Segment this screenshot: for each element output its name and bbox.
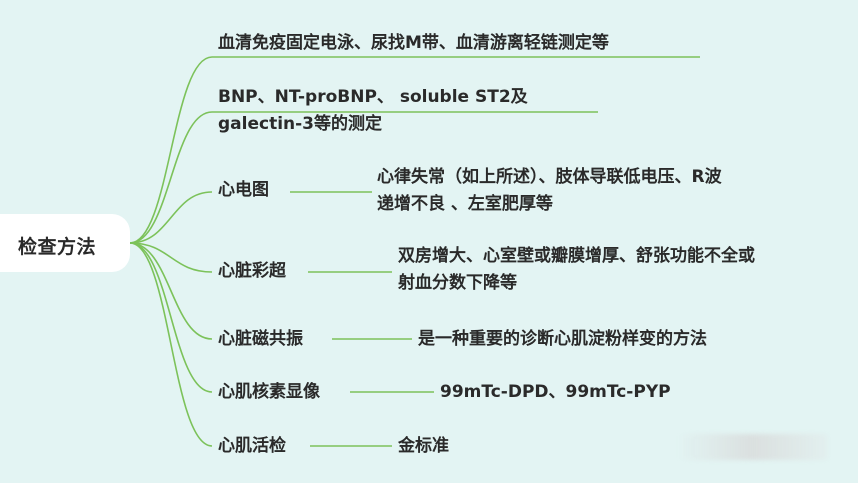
branch-link <box>129 191 213 244</box>
echo-detail-line1: 双房增大、心室壁或瓣膜增厚、舒张功能不全或 <box>398 246 755 266</box>
branch-ecg[interactable]: 心电图 <box>218 180 269 200</box>
branch-cardiac-mri[interactable]: 心脏磁共振 <box>218 329 303 349</box>
nuclear-detail: 99mTc-DPD、99mTc-PYP <box>440 382 671 402</box>
ecg-detail-line2: 递增不良 、左室肥厚等 <box>377 194 553 214</box>
echo-detail-line2: 射血分数下降等 <box>398 273 517 293</box>
watermark <box>678 434 828 460</box>
branch-link <box>129 111 213 244</box>
branch-biomarkers-line1[interactable]: BNP、NT-proBNP、 soluble ST2及 <box>218 87 528 107</box>
branch-biomarkers-line2[interactable]: galectin-3等的测定 <box>218 114 383 134</box>
branch-immunofixation[interactable]: 血清免疫固定电泳、尿找M带、血清游离轻链测定等 <box>218 33 609 53</box>
branch-link <box>129 242 213 340</box>
branch-link <box>129 56 213 244</box>
ecg-detail-line1: 心律失常（如上所述）、肢体导联低电压、R波 <box>377 167 722 187</box>
branch-nuclear-imaging[interactable]: 心肌核素显像 <box>218 382 320 402</box>
branch-biopsy[interactable]: 心肌活检 <box>218 436 286 456</box>
branch-echocardiography[interactable]: 心脏彩超 <box>218 261 286 281</box>
root-node[interactable] <box>0 214 130 272</box>
branch-link <box>129 242 213 393</box>
mri-detail: 是一种重要的诊断心肌淀粉样变的方法 <box>418 329 707 349</box>
root-label: 检查方法 <box>18 236 97 258</box>
branch-link <box>129 242 213 273</box>
biopsy-detail: 金标准 <box>398 436 449 456</box>
branch-link <box>129 242 213 447</box>
